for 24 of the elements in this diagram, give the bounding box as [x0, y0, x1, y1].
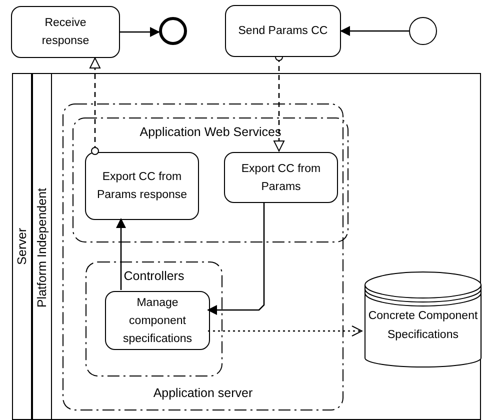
data-store-label: Concrete Component Specifications: [367, 309, 479, 343]
group-boundary: [72, 117, 349, 243]
sequence-flow-arrow: [207, 202, 265, 315]
group-label: Controllers: [124, 268, 184, 285]
task-label: Send Params CC: [238, 24, 328, 39]
task-label: Export CC from Params response: [96, 170, 188, 203]
group-label: Application Web Services: [140, 124, 282, 141]
task-box: [85, 152, 199, 220]
task-label: Receive response: [40, 16, 90, 49]
task-label: Export CC from Params: [240, 162, 322, 194]
task-box: [105, 291, 210, 350]
task-box: [11, 6, 120, 58]
sequence-flow-arrow: [120, 27, 160, 37]
sequence-flow-arrow: [116, 218, 126, 290]
task-box: [224, 152, 338, 203]
task-box: [225, 5, 341, 57]
sequence-flow-arrow: [340, 26, 409, 36]
pool-label: Server: [14, 228, 30, 265]
association-arrow: [208, 326, 362, 336]
group-label: Application server: [153, 385, 253, 402]
lane-label: Platform Independent: [34, 188, 50, 308]
group-boundary: [85, 261, 223, 377]
message-flow-arrow: [90, 58, 100, 155]
task-label: Manage component specifications: [122, 296, 194, 346]
